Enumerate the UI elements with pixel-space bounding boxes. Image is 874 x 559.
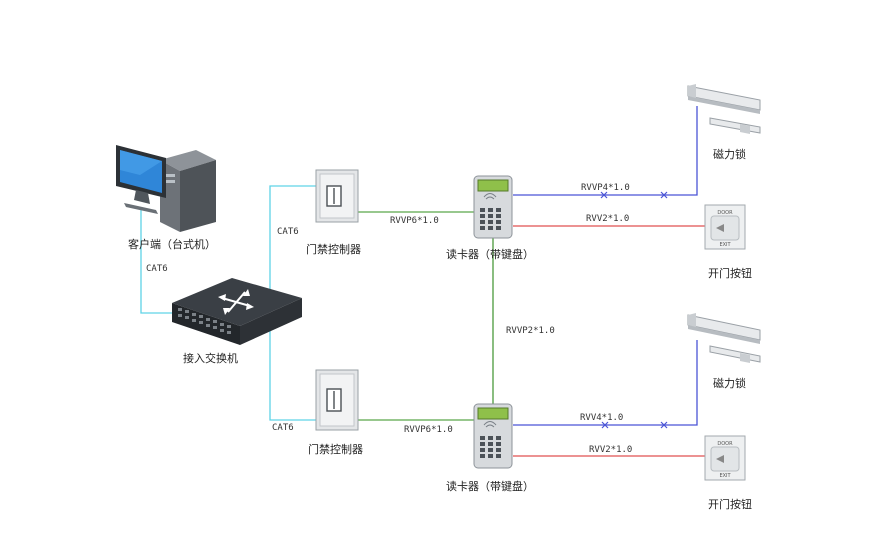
cable-label-ctrl-reader-bottom: RVVP6*1.0	[404, 425, 453, 435]
controller-top-label: 门禁控制器	[306, 243, 361, 256]
arrow-right-icon	[716, 224, 724, 232]
card-reader-top-icon	[473, 175, 513, 239]
button-face-text-exit: EXIT	[719, 242, 731, 248]
button-bottom-label: 开门按钮	[708, 498, 752, 511]
cable-label-reader-button-top: RVV2*1.0	[586, 214, 630, 224]
maglock-top-label: 磁力锁	[713, 148, 746, 161]
cross-mark	[660, 421, 668, 429]
switch-icon	[172, 278, 302, 345]
client-desktop-icon	[116, 145, 216, 232]
magnetic-lock-top-icon	[687, 84, 761, 134]
button-face-text-door: DOOR	[717, 210, 733, 216]
switch-label: 接入交换机	[183, 352, 238, 365]
cable-label-ctrl-reader-top: RVVP6*1.0	[390, 216, 439, 226]
controller-bottom-label: 门禁控制器	[308, 443, 363, 456]
magnetic-lock-bottom-icon	[687, 313, 761, 363]
exit-button-bottom-icon: DOOR EXIT	[704, 435, 746, 481]
access-controller-top-icon	[315, 169, 359, 223]
reader-top-label: 读卡器（带键盘）	[446, 248, 534, 261]
cat6-switch-controller-top-line	[269, 185, 316, 300]
maglock-bottom-line	[513, 340, 698, 426]
reader-bottom-label: 读卡器（带键盘）	[446, 480, 534, 493]
access-controller-bottom-icon	[315, 369, 359, 431]
exit-button-top-icon: DOOR EXIT	[704, 204, 746, 250]
button-face-text-exit: EXIT	[719, 473, 731, 479]
cable-label-client-switch: CAT6	[146, 264, 168, 274]
cable-label-reader-reader: RVVP2*1.0	[506, 326, 555, 336]
cross-mark	[600, 191, 608, 199]
cross-mark	[660, 191, 668, 199]
arrow-right-icon	[716, 455, 724, 463]
cable-label-reader-maglock-bottom: RVV4*1.0	[580, 413, 624, 423]
client-label: 客户端（台式机）	[128, 238, 216, 251]
cross-mark	[601, 421, 609, 429]
cable-label-switch-ctrl-top: CAT6	[277, 227, 299, 237]
maglock-top-line	[513, 106, 698, 196]
cable-label-reader-button-bottom: RVV2*1.0	[589, 445, 633, 455]
card-reader-bottom-icon	[473, 403, 513, 469]
cat6-client-switch-line	[140, 207, 172, 314]
button-top-label: 开门按钮	[708, 267, 752, 280]
cable-label-reader-maglock-top: RVVP4*1.0	[581, 183, 630, 193]
maglock-bottom-label: 磁力锁	[713, 377, 746, 390]
cat6-switch-controller-bottom-line	[269, 316, 316, 421]
cable-label-switch-ctrl-bottom: CAT6	[272, 423, 294, 433]
wires	[140, 106, 705, 457]
button-face-text-door: DOOR	[717, 441, 733, 447]
